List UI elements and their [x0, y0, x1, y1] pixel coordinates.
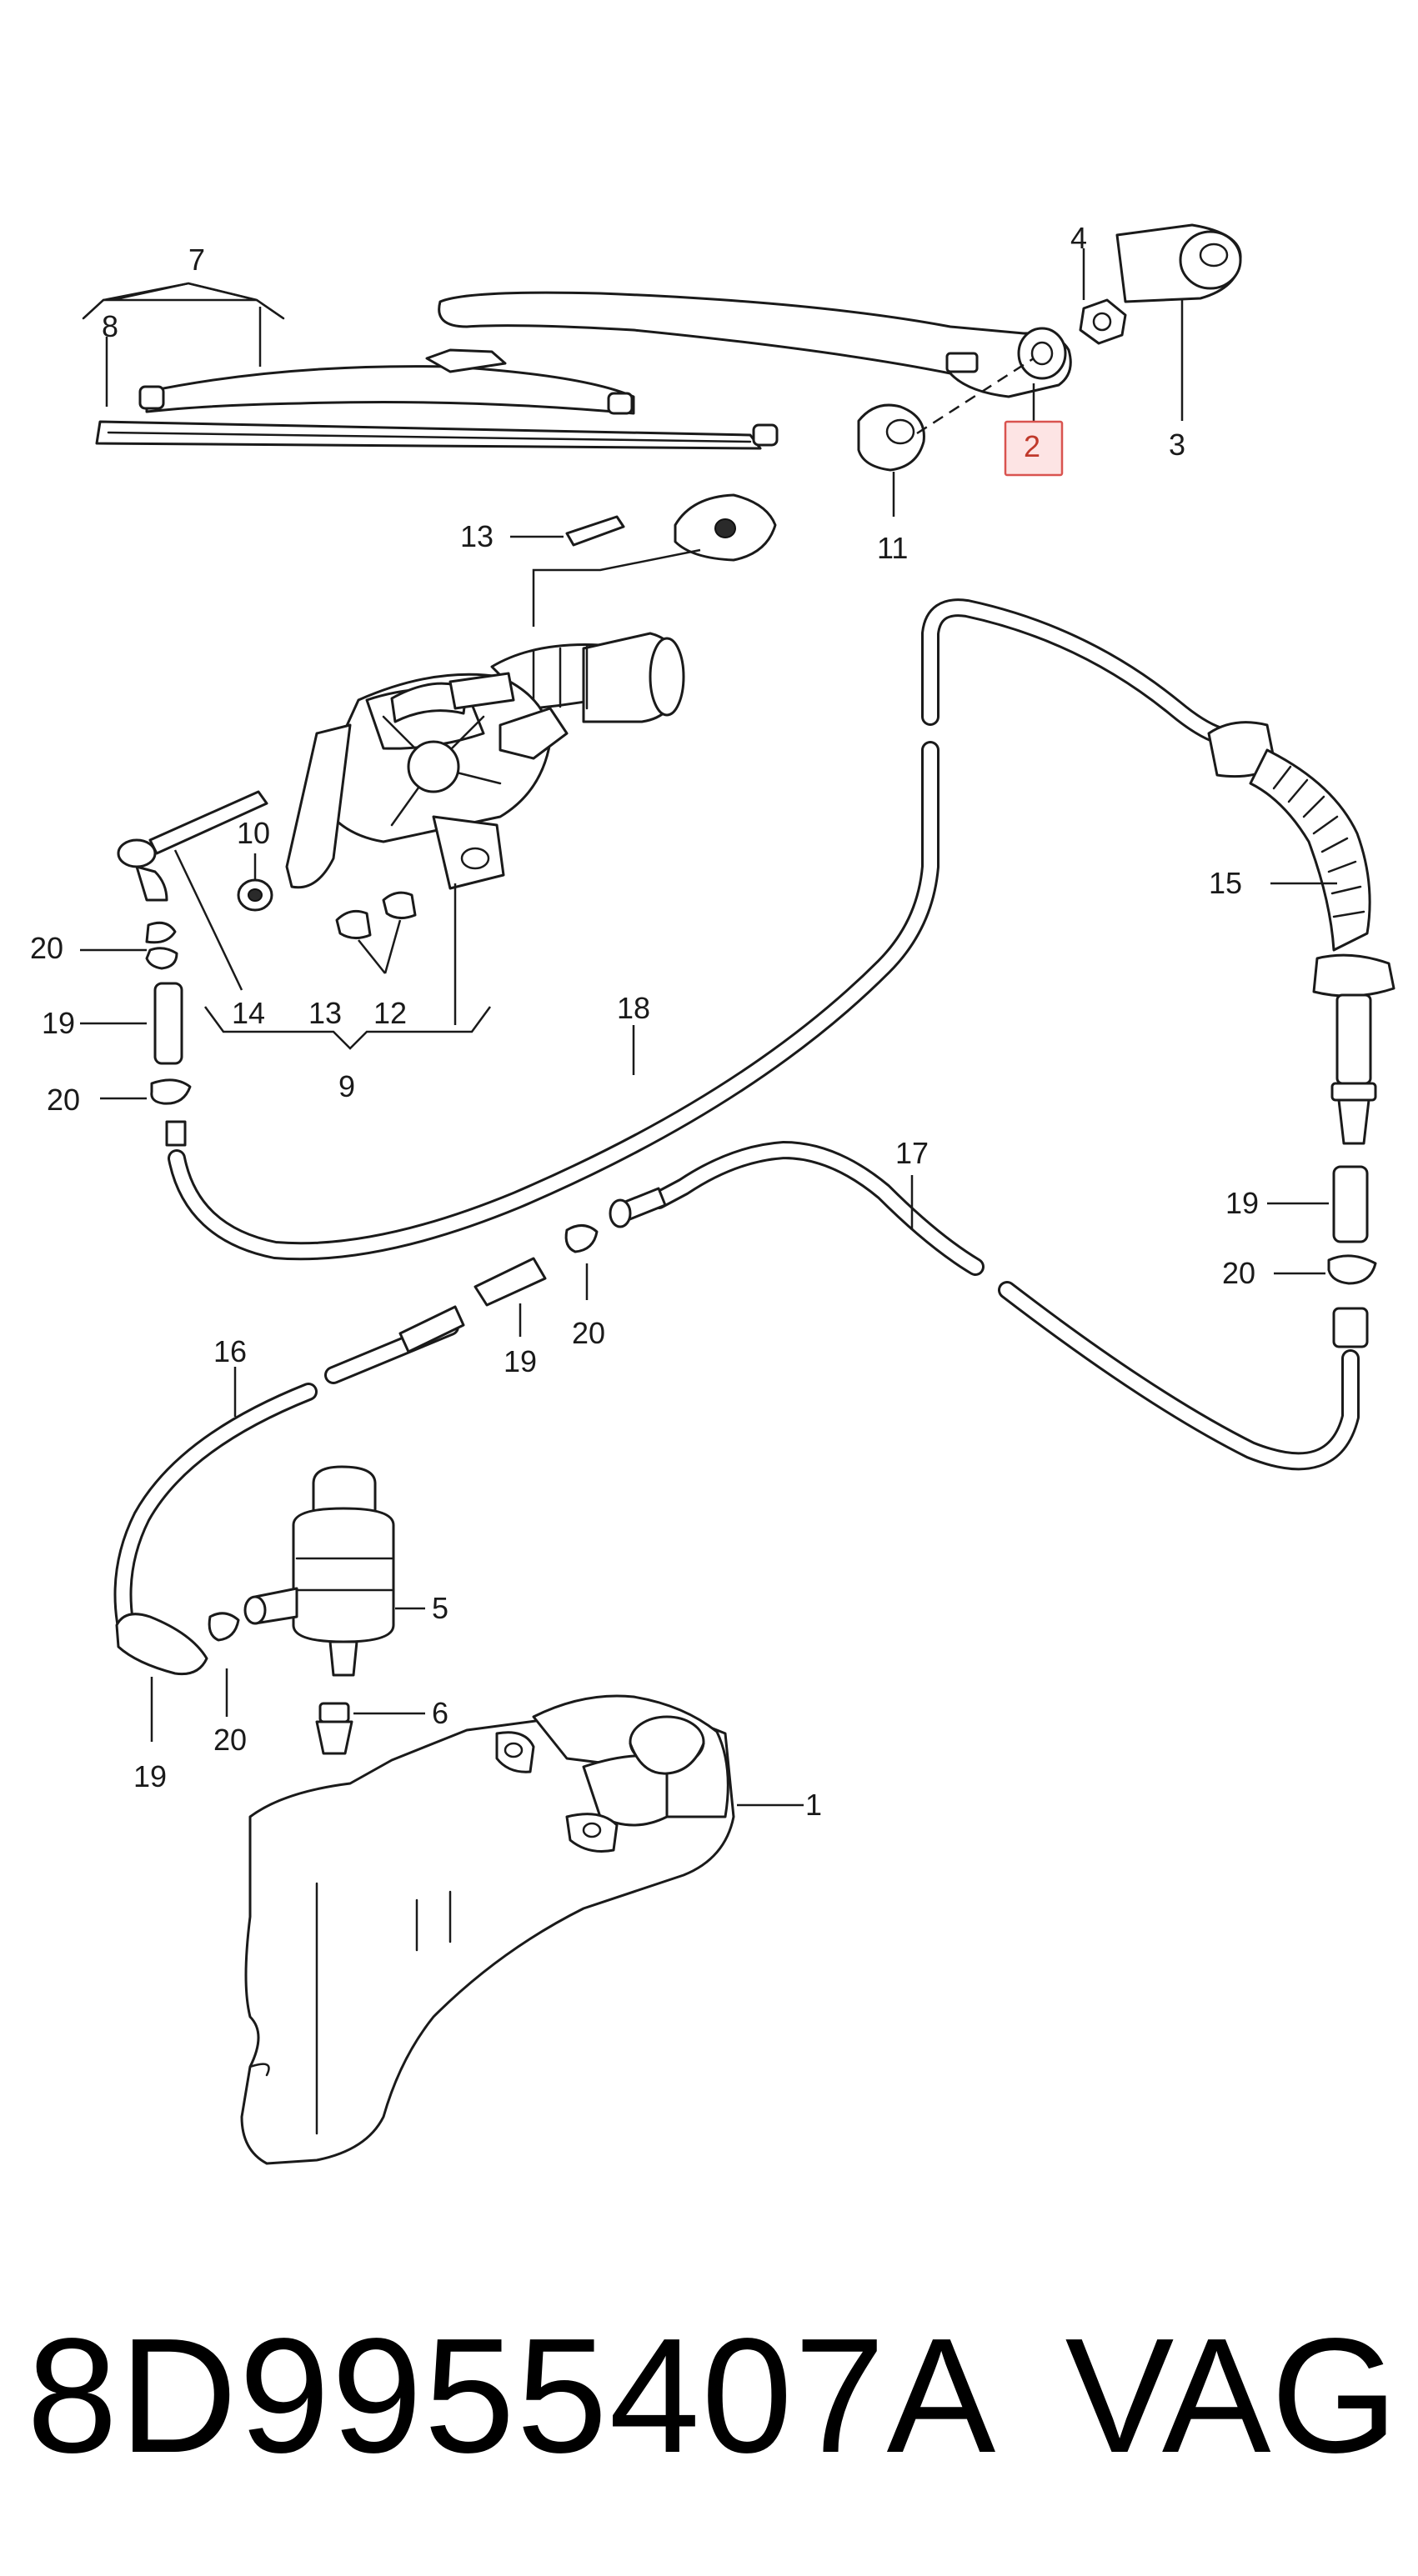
wiper-motor-part-9	[285, 632, 685, 890]
bush-part-10	[237, 853, 273, 912]
footer: 8D9955407A VAG	[0, 2300, 1418, 2492]
callout-1: 1	[805, 1788, 822, 1822]
hose-clip-right	[1267, 1165, 1377, 1348]
callout-3: 3	[1169, 428, 1185, 462]
callout-15: 15	[1209, 866, 1242, 900]
washer-pump-part-5	[243, 1465, 425, 1677]
link-rod-part-14	[117, 790, 268, 991]
callout-2: 2	[1024, 429, 1040, 463]
callout-6: 6	[432, 1696, 448, 1730]
callout-4: 4	[1070, 221, 1087, 255]
brand-name: VAG	[1065, 2304, 1398, 2487]
gear-housing-spokes	[382, 715, 502, 827]
callout-16: 16	[213, 1334, 247, 1368]
callout-12: 12	[373, 996, 407, 1030]
grommet-part-11	[857, 357, 1035, 517]
spindle-washer	[532, 493, 777, 627]
callout-19-right: 19	[1225, 1186, 1259, 1220]
callout-20-left-upper: 20	[30, 931, 63, 965]
callout-19-bottom: 19	[133, 1759, 167, 1793]
motor-cooling-ribs	[532, 645, 589, 710]
callout-18: 18	[617, 991, 650, 1025]
wiper-arm-cap-part-3	[1115, 223, 1242, 421]
bellows-part-15	[1207, 721, 1395, 1145]
callout-13-top: 13	[460, 519, 494, 553]
callout-19-middle: 19	[504, 1344, 537, 1378]
wiper-arm-part-2	[438, 291, 1072, 425]
callout-13-bottom: 13	[308, 996, 342, 1030]
callout-10: 10	[237, 816, 270, 850]
callout-20-bottom: 20	[213, 1723, 247, 1757]
grommets-part-12	[335, 891, 417, 974]
callout-2-highlight[interactable]: 2	[1004, 420, 1064, 477]
wiper-blade-part-7-8	[82, 282, 779, 450]
callout-9: 9	[338, 1069, 355, 1103]
bellows-ribs	[1272, 765, 1365, 918]
parts-diagram: 7 8 4 2 3 11 13 10 15 20 19 14 13 12 18 …	[30, 221, 1395, 2165]
hose-part-18	[168, 598, 1260, 1261]
callout-8: 8	[102, 309, 118, 343]
pin-part-13-upper	[510, 515, 625, 547]
callout-11: 11	[877, 531, 908, 565]
callout-5: 5	[432, 1591, 448, 1625]
callout-7: 7	[188, 243, 205, 277]
callout-20-middle: 20	[572, 1316, 605, 1350]
callout-19-left-upper: 19	[42, 1006, 75, 1040]
callout-14: 14	[232, 996, 265, 1030]
callout-20-right: 20	[1222, 1256, 1255, 1290]
part-number: 8D9955407A	[27, 2304, 998, 2487]
hose-part-16	[113, 1305, 465, 1742]
seal-part-6	[315, 1702, 425, 1755]
motor-group-bracket	[203, 883, 492, 1050]
reservoir-part-1	[240, 1694, 804, 2165]
callout-17: 17	[895, 1136, 929, 1170]
hose-clip-middle	[474, 1224, 599, 1337]
hose-clip-left-upper	[80, 921, 192, 1147]
clip-part-20-lower	[208, 1612, 240, 1717]
nut-part-4	[1079, 248, 1127, 345]
hose-part-17	[609, 1141, 1360, 1471]
callout-20-left-lower: 20	[47, 1083, 80, 1117]
